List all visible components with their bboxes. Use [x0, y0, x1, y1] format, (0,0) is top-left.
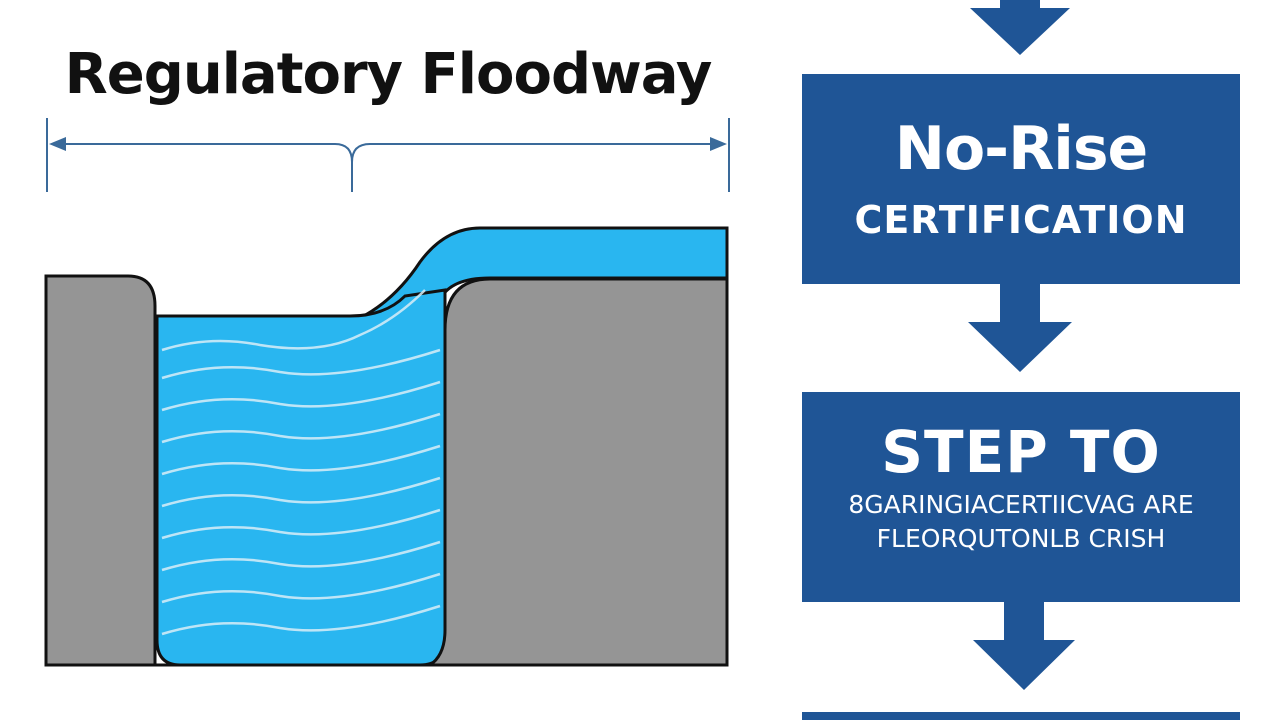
down-arrow-bottom: [973, 602, 1075, 690]
channel-water: [155, 288, 447, 667]
no-rise-certification-box: No-Rise CERTIFICATION: [802, 74, 1240, 284]
overbank-water: [359, 226, 729, 322]
left-bank: [44, 274, 157, 667]
left-arrowhead: [49, 137, 66, 151]
diagram-title: Regulatory Floodway: [64, 42, 713, 107]
width-dimension-line: [46, 118, 730, 192]
box-text-line: FLEORQUTONLB CRISH: [876, 524, 1166, 553]
flow-arrows: [968, 0, 1075, 690]
right-arrowhead: [710, 137, 727, 151]
box-text-line: 8GARINGIACERTIICVAG ARE: [848, 490, 1194, 519]
next-step-box: [802, 712, 1240, 720]
flow-lines: [161, 289, 441, 636]
box-subtitle: CERTIFICATION: [854, 198, 1188, 242]
box-title: No-Rise: [894, 114, 1149, 184]
down-arrow-middle: [968, 284, 1072, 372]
right-bank: [425, 277, 729, 667]
step-to-box: STEP TO 8GARINGIACERTIICVAG ARE FLEORQUT…: [802, 392, 1240, 602]
down-arrow-top: [970, 0, 1070, 55]
floodway-cross-section: [44, 118, 730, 667]
box-title: STEP TO: [881, 418, 1161, 486]
